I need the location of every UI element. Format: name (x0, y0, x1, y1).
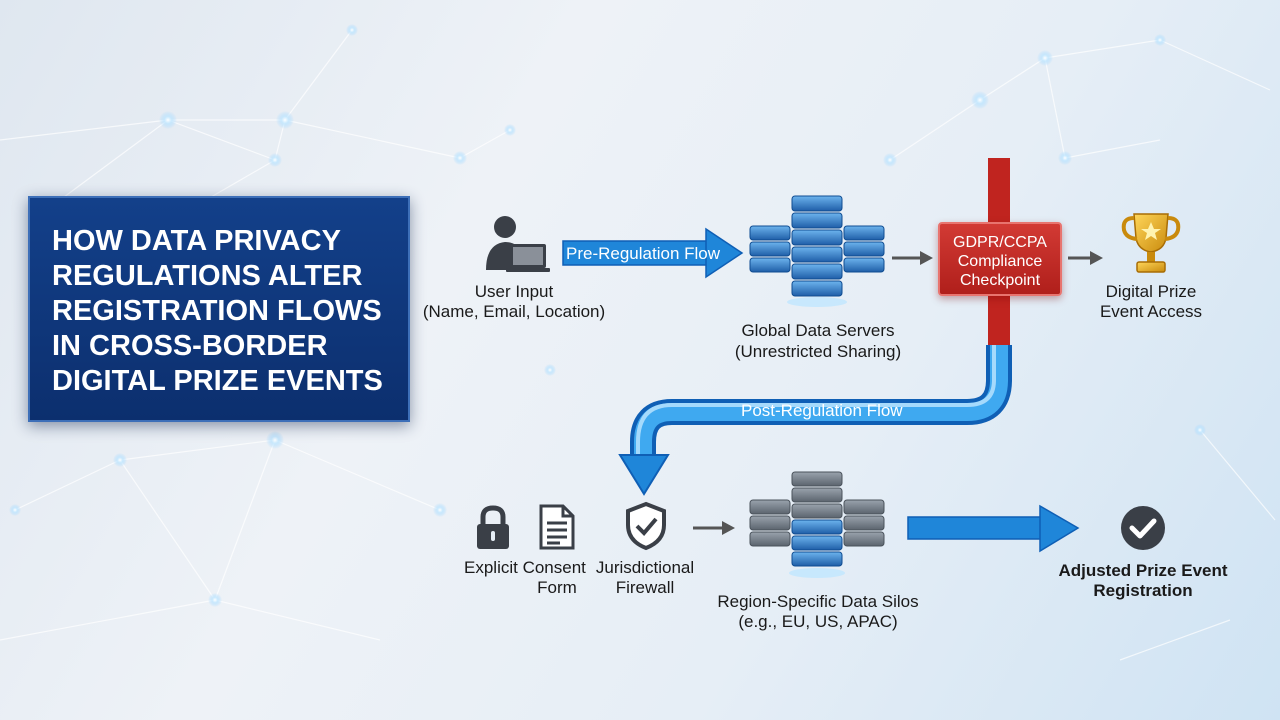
final-flow-arrow (907, 504, 1080, 553)
title-line-3: REGISTRATION FLOWS (52, 295, 382, 327)
shield-check-icon (626, 501, 666, 551)
user-input-label: User Input (434, 281, 594, 302)
post-regulation-flow-label: Post-Regulation Flow (741, 401, 903, 420)
user-input-title: User Input (474, 282, 554, 301)
lock-icon (477, 505, 509, 549)
title-line-1: HOW DATA PRIVACY (52, 225, 341, 257)
jurisdictional-line-2: Firewall (615, 578, 675, 597)
trophy-icon (1121, 213, 1181, 273)
checkpoint-line-3: Checkpoint (959, 272, 1041, 289)
title-line-5: DIGITAL PRIZE EVENTS (52, 365, 383, 397)
user-laptop-icon (486, 216, 550, 272)
title-line-4: IN CROSS-BORDER (52, 330, 328, 362)
explicit-consent-line-2: Form (537, 578, 577, 597)
adjusted-line-2: Registration (1093, 581, 1193, 600)
title-box: HOW DATA PRIVACY REGULATIONS ALTER REGIS… (28, 196, 410, 422)
pre-regulation-flow-label: Pre-Regulation Flow (566, 244, 721, 263)
checkpoint-line-2: Compliance (957, 253, 1043, 270)
database-server-icon (749, 195, 885, 307)
digital-prize-line-1: Digital Prize (1105, 282, 1197, 301)
checkpoint-line-1: GDPR/CCPA (953, 234, 1047, 251)
region-silos-subtitle: (e.g., EU, US, APAC) (738, 612, 898, 631)
digital-prize-line-2: Event Access (1099, 302, 1203, 321)
region-silos-title: Region-Specific Data Silos (717, 592, 919, 611)
user-input-subtitle: (Name, Email, Location) (422, 302, 606, 321)
jurisdictional-line-1: Jurisdictional (595, 558, 695, 577)
explicit-consent-line-1: Explicit Consent (464, 558, 586, 577)
adjusted-line-1: Adjusted Prize Event (1058, 561, 1228, 580)
global-servers-title: Global Data Servers (741, 321, 895, 340)
global-servers-subtitle: (Unrestricted Sharing) (734, 342, 902, 361)
title-line-2: REGULATIONS ALTER (52, 260, 363, 292)
document-icon (539, 504, 575, 550)
post-flow-arrowhead (618, 454, 670, 496)
region-server-icon (749, 471, 885, 578)
check-circle-icon (1121, 506, 1165, 550)
compliance-checkpoint-box: GDPR/CCPA Compliance Checkpoint (938, 222, 1062, 296)
pre-regulation-arrow (562, 227, 744, 279)
